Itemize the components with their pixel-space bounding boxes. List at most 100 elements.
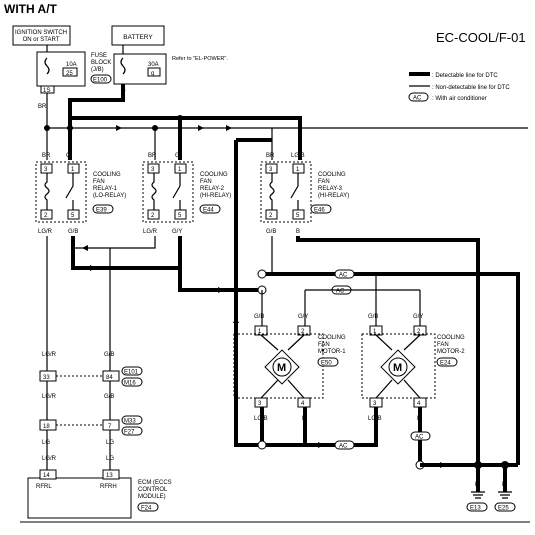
relay1-pin-1: 1	[71, 167, 75, 173]
fuse-block-label-3: (J/B)	[91, 67, 104, 73]
battery-bus-relay3	[180, 116, 302, 160]
connector-84-label: 84	[106, 375, 113, 381]
wire-lgr-relay1: LG/R	[38, 229, 53, 235]
ac-badge-text: AC	[415, 435, 424, 441]
relay2-label-1: COOLING	[200, 172, 228, 178]
wire-lgr-left-3: LG/R	[42, 456, 57, 462]
ecm-pin-13-label: 13	[106, 473, 113, 479]
relay1-label-2: FAN	[93, 179, 105, 185]
motor1-code-badge	[317, 357, 339, 367]
ground-drops	[476, 465, 507, 492]
motor2-label-3: MOTOR-2	[437, 349, 465, 355]
ecm-pin-13	[102, 469, 120, 480]
relay3-pin-1: 1	[296, 167, 300, 173]
legend-non-detectable-text: : Non-detectable line for DTC	[432, 85, 510, 91]
wire-gb-motor1: G/B	[254, 314, 264, 320]
fuse-q-box	[147, 67, 161, 77]
fuse-block-label-1: FUSE	[91, 53, 107, 59]
motor2-feed	[375, 274, 421, 326]
wire-lgr-left-2: LG/R	[42, 394, 57, 400]
motor2-label-2: FAN	[437, 342, 449, 348]
fuse-30a-label: 30A	[148, 62, 159, 68]
fuse-block-30a	[113, 53, 167, 85]
connector-84	[102, 370, 120, 382]
connector-e101: E101	[124, 370, 139, 376]
motor1-label-3: MOTOR-1	[318, 349, 346, 355]
wire-lgb-relay3: LG/B	[291, 153, 305, 159]
wire-gb-motor2: G/B	[368, 314, 378, 320]
motor1-symbol: M	[277, 362, 286, 374]
motor2-label-1: COOLING	[437, 335, 465, 341]
ecm-rfrh: RFRH	[100, 484, 117, 490]
ground-symbol-1	[471, 491, 485, 499]
relay3-label-1: COOLING	[318, 172, 346, 178]
ac-connector	[257, 440, 267, 450]
ac-badge	[334, 269, 355, 279]
ecm-code-badge	[137, 502, 159, 512]
relay3-pin-2: 2	[269, 213, 273, 219]
legend-detectable-text: : Detectable line for DTC	[432, 73, 498, 79]
gy-relay2-out	[178, 236, 262, 292]
motor1-pin-1: 1	[258, 329, 262, 335]
wire-gb-left-1: G/B	[104, 352, 114, 358]
ignition-switch-label-1: IGNITION SWITCH	[15, 30, 67, 36]
motor2-pin-3: 3	[373, 401, 377, 407]
junction-dot	[67, 125, 73, 131]
relay2-pin-1: 1	[178, 167, 182, 173]
motor1-code: E50	[321, 361, 332, 367]
fuse-10a-symbol	[44, 57, 50, 75]
relay2-pin-3: 3	[151, 167, 155, 173]
connector-m16-badge	[121, 377, 143, 387]
lg-b-return	[234, 140, 262, 447]
relay2-label-3: RELAY-2	[200, 186, 225, 192]
relay1-code: E39	[96, 208, 107, 214]
relay1-label-1: COOLING	[93, 172, 121, 178]
fuse-30a-symbol	[120, 57, 126, 75]
ground-code-1: E13	[470, 506, 481, 512]
relay2-code-badge	[199, 204, 221, 214]
wire-gy-relay2: G/Y	[172, 229, 182, 235]
relay2-label-2: FAN	[200, 179, 212, 185]
legend-ac-badge-text: AC	[413, 96, 422, 102]
ac-badge-text: AC	[339, 444, 348, 450]
cooling-fan-relay-1: 3 1 2 5	[35, 161, 87, 223]
wire-lgr-left-1: LG/R	[42, 352, 57, 358]
wire-lgr-relay2: LG/R	[143, 229, 158, 235]
ecm-label-2: CONTROL	[138, 487, 168, 493]
ecm-pin-14	[39, 469, 57, 480]
motor2-code-badge	[436, 357, 458, 367]
motor1-label-1: COOLING	[318, 335, 346, 341]
ecm-label-3: MODULE)	[138, 494, 166, 500]
fuse-10a-label: 10A	[66, 62, 77, 68]
wire-br-relay1: BR	[42, 153, 51, 159]
relay3-label-2: FAN	[318, 179, 330, 185]
wire-lg-bottom: LG	[106, 456, 114, 462]
relay2-label-4: (HI-RELAY)	[200, 193, 231, 199]
relay3-label-4: (HI-RELAY)	[318, 193, 349, 199]
motor2-symbol: M	[393, 362, 402, 374]
ac-badge	[410, 431, 431, 441]
cooling-fan-relay-3: 3 1 2 5	[260, 161, 312, 223]
ecm-pin-14-label: 14	[43, 473, 50, 479]
motor2-pin-1: 1	[373, 329, 377, 335]
connector-7-label: 7	[108, 424, 112, 430]
ground-wire-b-1: B	[475, 482, 479, 488]
battery-label: BATTERY	[123, 34, 153, 41]
relay1-label-3: RELAY-1	[93, 186, 118, 192]
flow-arrow	[318, 442, 324, 448]
motor1-pin-4: 4	[301, 401, 305, 407]
relay2-pin-2: 2	[151, 213, 155, 219]
connector-7	[102, 419, 120, 431]
wire-lg-left: LG	[42, 440, 50, 446]
ground-wire-b-2: B	[502, 482, 506, 488]
fuse-25-box	[62, 67, 78, 77]
lgr-relay2-out	[100, 236, 156, 249]
ac-badge	[334, 440, 355, 450]
relay3-pin-5: 5	[296, 213, 300, 219]
ac-connector	[257, 269, 267, 279]
flow-arrow	[233, 317, 239, 323]
connector-f27-badge	[121, 426, 143, 436]
wire-gb-relay1: G/B	[68, 229, 78, 235]
motor-ground-lines	[260, 407, 422, 465]
